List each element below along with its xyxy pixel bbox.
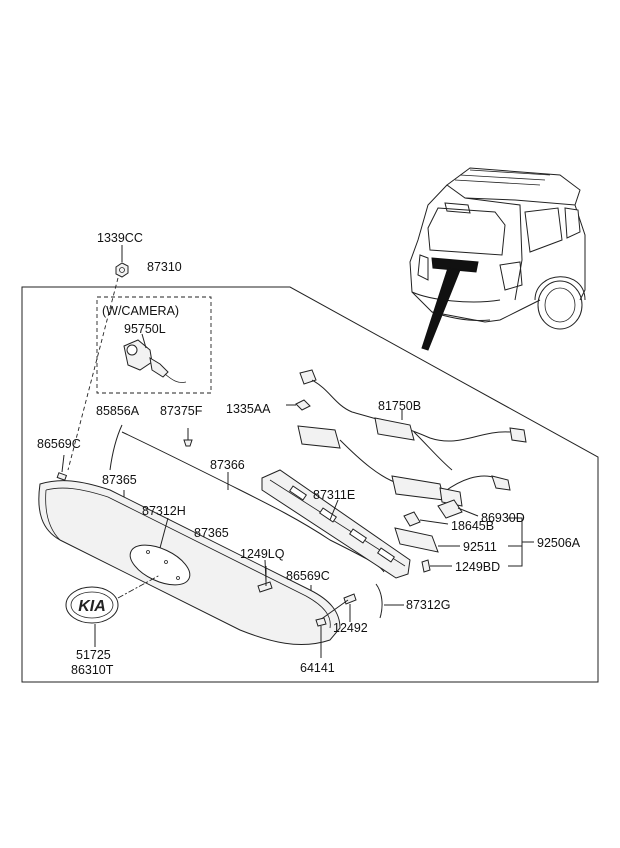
assembly-frame (21, 286, 599, 683)
part-labels: 1339CC 87310 (W/CAMERA) 95750L 85856A 87… (37, 231, 581, 677)
label-87312G: 87312G (406, 598, 450, 612)
nut-1339CC-part (67, 245, 129, 471)
bulb-18645B-part (403, 511, 449, 527)
label-92506A: 92506A (537, 536, 581, 550)
label-1249BD: 1249BD (455, 560, 500, 574)
camera-option-box (96, 296, 212, 394)
label-camera-note: (W/CAMERA) (102, 304, 179, 318)
clip-1335AA-part (286, 399, 311, 411)
screw-1249BD-part (421, 559, 452, 573)
lamp-92511-part (394, 527, 460, 553)
emblem-part: KIA (65, 574, 161, 647)
emblem-kia-text: KIA (78, 598, 106, 615)
label-92511: 92511 (463, 540, 497, 554)
label-1335AA: 1335AA (226, 402, 271, 416)
clip-87375F-part (183, 428, 193, 447)
bracket-87311E-part (261, 469, 411, 579)
cable-85856A-part (109, 424, 123, 471)
strip-87366-part (121, 431, 385, 573)
label-86930D: 86930D (481, 511, 525, 525)
label-95750L: 95750L (124, 322, 166, 336)
endcap-87312G-part (375, 583, 383, 619)
garnish-panel-part (38, 480, 341, 646)
label-85856A: 85856A (96, 404, 140, 418)
bolt-12492-part (319, 593, 357, 622)
label-81750B: 81750B (378, 399, 421, 413)
wiring-harness-81750B-part (297, 369, 527, 507)
label-1249LQ: 1249LQ (240, 547, 285, 561)
label-86310T: 86310T (71, 663, 114, 677)
label-51725: 51725 (76, 648, 111, 662)
label-87312H: 87312H (142, 504, 186, 518)
pad-86569C-left-part (56, 472, 68, 481)
label-12492: 12492 (333, 621, 368, 635)
label-87311E: 87311E (313, 488, 355, 502)
label-64141: 64141 (300, 661, 335, 675)
switch-86930D-part (437, 499, 479, 519)
label-87375F: 87375F (160, 404, 203, 418)
group-bracket-92506A (508, 517, 534, 567)
label-18645B: 18645B (451, 519, 494, 533)
vehicle-illustration (409, 167, 586, 351)
label-86569C-left: 86569C (37, 437, 81, 451)
label-86569C-right: 86569C (286, 569, 330, 583)
label-87365-a: 87365 (102, 473, 137, 487)
camera-95750L-part (123, 333, 187, 383)
label-87365-b: 87365 (194, 526, 229, 540)
bolt-1249LQ-part (257, 559, 273, 593)
pin-64141-part (315, 617, 327, 658)
label-87310: 87310 (147, 260, 182, 274)
label-87366: 87366 (210, 458, 245, 472)
label-1339CC: 1339CC (97, 231, 143, 245)
